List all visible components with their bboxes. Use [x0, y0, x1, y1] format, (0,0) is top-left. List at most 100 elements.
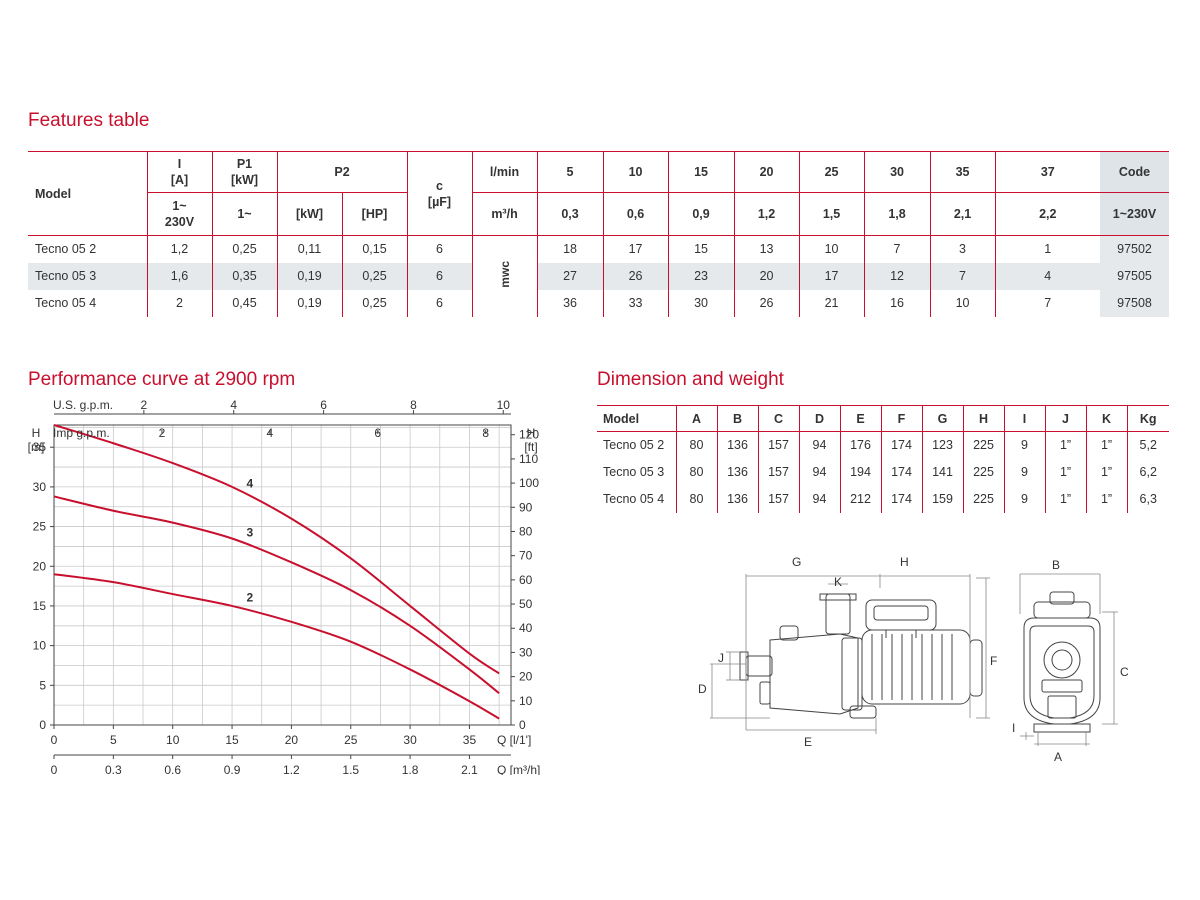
flow-m3h-cell: 0,6 [602, 192, 669, 236]
features-table: Model I [A] P1 [kW] P2 c [µF] l/min 5 10… [28, 151, 1169, 317]
dim-cell: 141 [921, 458, 963, 486]
p1-cell: 0,45 [211, 289, 277, 317]
dim-header-cell: H [962, 405, 1004, 432]
x-tick-label: 15 [225, 733, 239, 747]
dim-cell: 1” [1085, 458, 1127, 486]
dim-cell: 9 [1003, 431, 1045, 459]
y2-tick-label: 70 [519, 549, 533, 563]
flow-m3h-cell: 2,2 [994, 192, 1101, 236]
series-label: 2 [247, 591, 254, 605]
dim-cell: 123 [921, 431, 963, 459]
features-p2-header: P2 [276, 151, 408, 193]
us-gpm-tick-label: 8 [410, 398, 417, 412]
dim-header-cell: J [1044, 405, 1086, 432]
current-cell: 1,6 [146, 262, 212, 290]
dim-cell: 80 [675, 485, 717, 513]
head-cell: 10 [798, 235, 865, 263]
dim-cell: 157 [757, 458, 799, 486]
x-tick-label: 35 [463, 733, 477, 747]
flow-lmin-cell: 35 [929, 151, 996, 193]
features-code-unit: 1~230V [1100, 192, 1169, 236]
table-row: Tecno 05 2 1,2 0,25 0,11 0,15 6 mwc 18 1… [28, 235, 1169, 317]
y2-tick-label: 30 [519, 645, 533, 659]
dim-cell: 94 [798, 458, 840, 486]
x2-tick-label: 1.5 [342, 763, 359, 775]
flow-m3h-cell: 2,1 [929, 192, 996, 236]
dim-cell: 225 [962, 485, 1004, 513]
mwc-label: mwc [497, 261, 512, 289]
dim-header-cell: G [921, 405, 963, 432]
flow-m3h-cell: 1,5 [798, 192, 865, 236]
y-tick-label: 5 [39, 678, 46, 692]
dimension-table: Model A B C D E F G H I J K Kg Tecno 05 … [597, 405, 1169, 513]
dim-label-e: E [804, 735, 812, 749]
dim-cell: 136 [716, 485, 758, 513]
dim-cell: 94 [798, 485, 840, 513]
us-gpm-tick-label: 2 [141, 398, 148, 412]
x2-tick-label: 0.9 [224, 763, 241, 775]
dim-header-cell: Kg [1126, 405, 1169, 432]
table-row: Tecno 05 4 80 136 157 94 212 174 159 225… [597, 485, 1169, 513]
series-label: 3 [247, 526, 254, 540]
dimension-title: Dimension and weight [597, 369, 784, 390]
dim-label-i: I [1012, 721, 1015, 735]
dim-cell: Tecno 05 2 [603, 438, 665, 453]
p2kw-cell: 0,19 [276, 262, 342, 290]
model-cell: Tecno 05 3 [28, 262, 147, 290]
dim-cell: 9 [1003, 458, 1045, 486]
dim-cell: 225 [962, 431, 1004, 459]
y-tick-label: 30 [33, 480, 47, 494]
dim-cell: 80 [675, 431, 717, 459]
dim-cell: 1” [1044, 431, 1086, 459]
axis-label-line: [ft] [524, 440, 537, 454]
flow-lmin-cell: 30 [863, 151, 931, 193]
dim-cell: Tecno 05 3 [603, 465, 665, 479]
x2-tick-label: 0.6 [164, 763, 181, 775]
dim-cell: 1” [1044, 485, 1086, 513]
head-cell: 20 [733, 262, 800, 290]
imp-gpm-axis-label: Imp g.p.m. [53, 426, 110, 440]
axis-label-line: [m] [28, 440, 45, 454]
features-p1-header: P1 [kW] [211, 151, 277, 193]
dimension-lines [710, 573, 1118, 746]
dim-label-c: C [1120, 665, 1129, 679]
p1-cell: 0,35 [211, 262, 277, 290]
dim-cell: 157 [757, 485, 799, 513]
x-tick-label: 30 [403, 733, 417, 747]
code-cell: 97508 [1100, 289, 1169, 317]
head-cell: 21 [798, 289, 865, 317]
features-p2-hp-header: [HP] [341, 192, 408, 236]
terminal-box [865, 599, 937, 638]
us-gpm-axis-label: U.S. g.p.m. [53, 398, 113, 412]
features-title: Features table [28, 110, 150, 131]
head-cell: 16 [863, 289, 931, 317]
dim-cell: 1” [1085, 485, 1127, 513]
features-p2-kw-header: [kW] [276, 192, 342, 236]
y-tick-label: 15 [33, 599, 47, 613]
dim-label-f: F [990, 654, 997, 668]
performance-title: Performance curve at 2900 rpm [28, 369, 296, 390]
x-tick-label: 10 [166, 733, 180, 747]
y2-tick-label: 120 [519, 428, 539, 442]
head-cell: 3 [929, 235, 996, 263]
current-cell: 2 [146, 289, 212, 317]
table-row: Tecno 05 3 1,6 0,35 0,19 0,25 6 27 26 23… [28, 262, 1169, 290]
p2hp-cell: 0,25 [341, 262, 408, 290]
p2kw-cell: 0,11 [276, 235, 342, 263]
dim-header-cell: K [1085, 405, 1127, 432]
dim-cell: 136 [716, 458, 758, 486]
y2-tick-label: 10 [519, 694, 533, 708]
flow-m3h-cell: 1,2 [733, 192, 800, 236]
flow-m3h-cell: 0,9 [667, 192, 735, 236]
y2-tick-label: 0 [519, 718, 526, 732]
chart-series: 432 [53, 424, 500, 720]
dim-label-k: K [834, 575, 842, 589]
dim-label-b: B [1052, 558, 1060, 572]
y2-tick-label: 110 [519, 452, 538, 466]
y-tick-label: 0 [39, 718, 46, 732]
cap-cell: 6 [406, 262, 473, 290]
dim-header-cell: C [757, 405, 799, 432]
flow-m3h-cell: 1,8 [863, 192, 931, 236]
y-tick-label: 25 [33, 520, 47, 534]
y2-tick-label: 90 [519, 500, 533, 514]
